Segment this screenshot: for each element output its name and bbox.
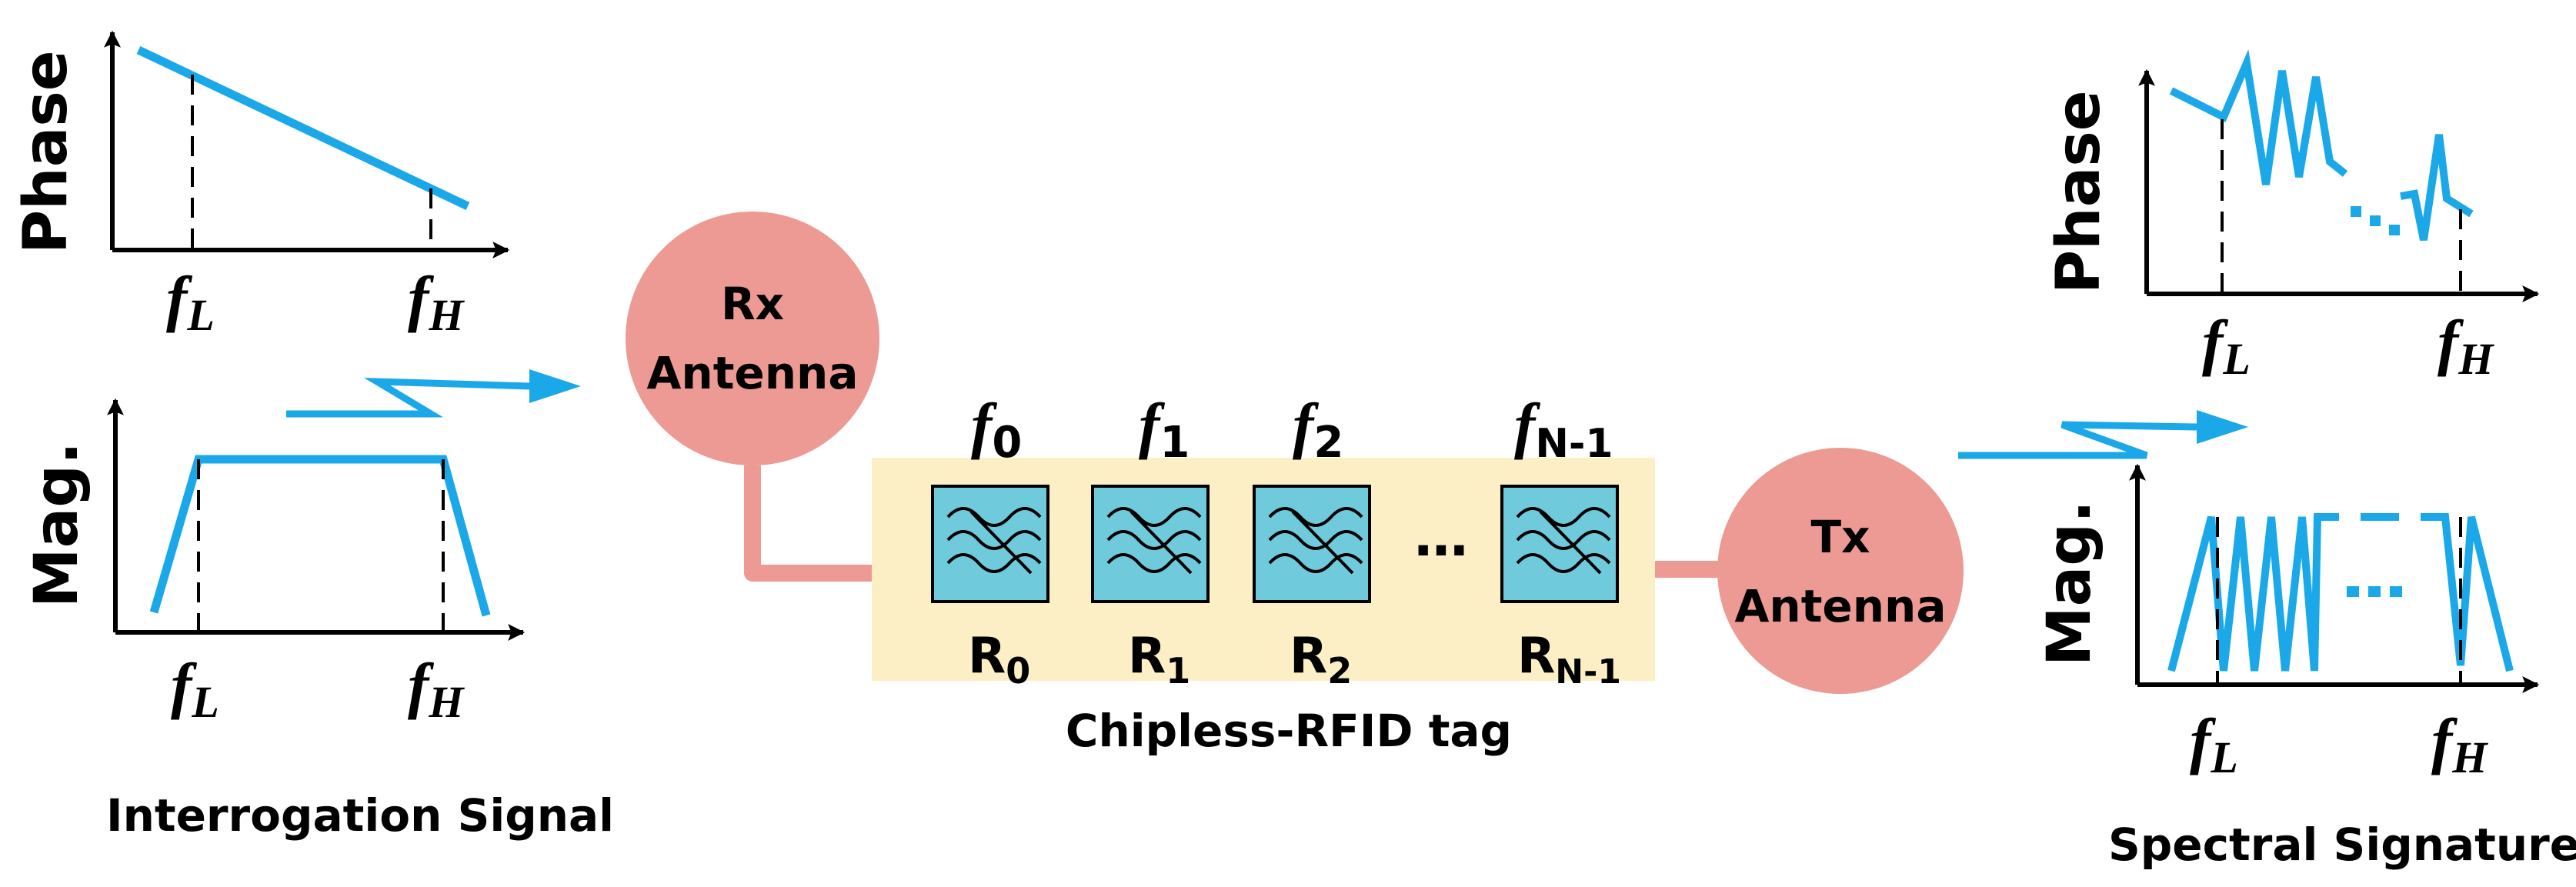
- tx-antenna: Tx Antenna: [1717, 448, 1964, 694]
- phase-axis-label: Phase: [12, 50, 81, 254]
- resonator-1-label: R1: [1128, 628, 1190, 692]
- magnitude-signature-line-tail: [2421, 513, 2514, 672]
- resonator-n-minus-1-frequency: fN-1: [1514, 390, 1613, 467]
- fH-label: fH: [2438, 307, 2494, 384]
- fL-label: fL: [2202, 307, 2251, 384]
- resonator-2-frequency: f2: [1293, 390, 1343, 468]
- phase-signature-line-tail: [2400, 134, 2474, 241]
- tx-antenna-label-line2: Antenna: [1735, 580, 1947, 632]
- resonator-0-frequency: f0: [971, 390, 1022, 468]
- rx-antenna-label-line2: Antenna: [647, 347, 859, 399]
- resonator-1-frequency: f1: [1139, 390, 1190, 468]
- resonator-2-label: R2: [1290, 628, 1352, 692]
- spectral-signature-caption: Spectral Signature: [2108, 819, 2576, 871]
- phase-ramp-line: [136, 46, 470, 210]
- bandpass-filter-icon: [1091, 485, 1210, 603]
- signature-phase-plot: Phase fL fH: [2044, 49, 2540, 384]
- fH-label: fH: [408, 650, 465, 727]
- resonator-n-minus-1-label: RN-1: [1517, 628, 1621, 692]
- phase-signature-line: [2169, 49, 2348, 185]
- rx-antenna-label-line1: Rx: [721, 278, 784, 330]
- mag-axis-label: Mag.: [22, 442, 92, 608]
- incoming-signal-arrow: [286, 369, 581, 418]
- rx-antenna-circle: [626, 212, 879, 465]
- chipless-rfid-tag: f0 R0 f1 R1 f2 R2: [872, 390, 1655, 757]
- phase-signature-dots: [2351, 206, 2400, 235]
- resonator-0: f0 R0: [931, 390, 1049, 692]
- fL-label: fL: [166, 263, 215, 340]
- rx-feed-line: [744, 465, 872, 582]
- mag-axis-label: Mag.: [2035, 500, 2104, 666]
- fL-label: fL: [171, 650, 219, 727]
- outgoing-signal-arrow: [1958, 410, 2248, 459]
- tx-antenna-label-line1: Tx: [1811, 511, 1870, 563]
- bandpass-filter-icon: [1253, 485, 1371, 603]
- signature-magnitude-plot: Mag. fL fH: [2035, 463, 2540, 782]
- resonator-n-minus-1: fN-1 RN-1: [1500, 390, 1621, 692]
- resonator-0-label: R0: [968, 628, 1030, 692]
- rx-antenna: Rx Antenna: [626, 212, 879, 465]
- resonator-ellipsis: …: [1414, 505, 1468, 569]
- magnitude-trapezoid-line: [149, 455, 491, 617]
- phase-axis-label: Phase: [2044, 90, 2114, 294]
- fH-label: fH: [2431, 705, 2488, 782]
- tx-antenna-circle: [1717, 448, 1964, 694]
- bandpass-filter-icon: [1500, 485, 1619, 603]
- interrogation-magnitude-plot: Mag. fL fH: [22, 398, 526, 727]
- magnitude-signature-dots: [2347, 586, 2402, 597]
- bandpass-filter-icon: [931, 485, 1049, 603]
- fL-label: fL: [2190, 705, 2238, 782]
- interrogation-phase-plot: Phase fL fH: [12, 30, 510, 340]
- interrogation-signal-caption: Interrogation Signal: [106, 789, 614, 842]
- magnitude-signature-line: [2167, 513, 2339, 672]
- tag-caption: Chipless-RFID tag: [1066, 705, 1512, 757]
- fH-label: fH: [408, 263, 465, 340]
